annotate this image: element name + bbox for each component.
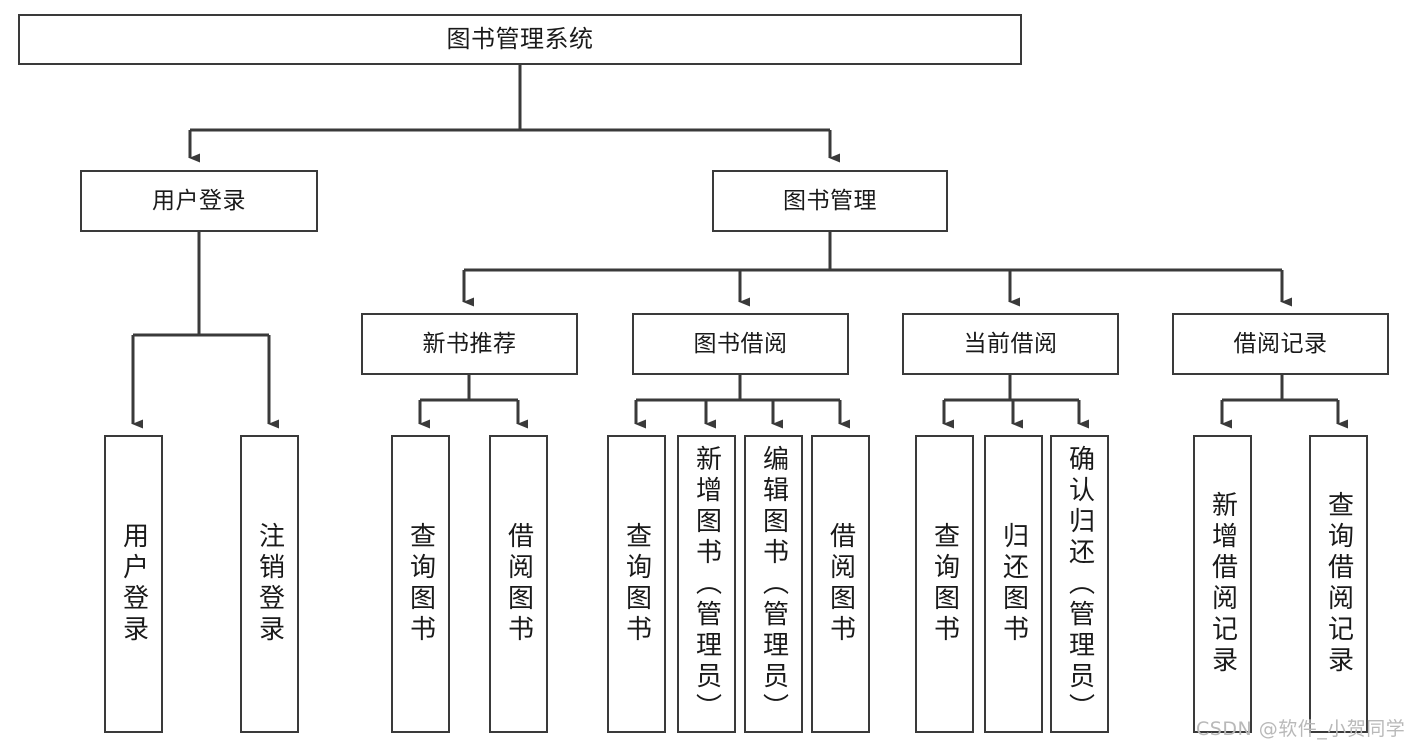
leaf-user-login-signout-label: 注销登录 <box>254 522 285 646</box>
node-root-label: 图书管理系统 <box>446 24 594 53</box>
leaf-current-return-book[interactable]: 归还图书 <box>984 435 1043 733</box>
leaf-borrow-edit-book[interactable]: 编辑图书（管理员） <box>744 435 803 733</box>
leaf-new-book-borrow-label: 借阅图书 <box>503 522 534 646</box>
leaf-record-add-label: 新增借阅记录 <box>1207 491 1238 677</box>
node-borrow-record-label: 借阅记录 <box>1233 330 1328 357</box>
node-book-borrow-label: 图书借阅 <box>693 330 788 357</box>
node-book-management-label: 图书管理 <box>783 187 877 214</box>
leaf-record-query[interactable]: 查询借阅记录 <box>1309 435 1368 733</box>
leaf-borrow-borrow-book[interactable]: 借阅图书 <box>811 435 870 733</box>
node-root[interactable]: 图书管理系统 <box>18 14 1022 65</box>
node-new-book-recommend-label: 新书推荐 <box>422 330 517 357</box>
watermark-text: CSDN @软件_小贺同学 <box>1196 718 1405 740</box>
leaf-current-query-book-label: 查询图书 <box>929 522 960 646</box>
leaf-borrow-add-book-label: 新增图书（管理员） <box>691 444 722 724</box>
leaf-user-login-signout[interactable]: 注销登录 <box>240 435 299 733</box>
node-user-login[interactable]: 用户登录 <box>80 170 318 232</box>
leaf-current-query-book[interactable]: 查询图书 <box>915 435 974 733</box>
leaf-borrow-borrow-book-label: 借阅图书 <box>825 522 856 646</box>
node-current-borrow[interactable]: 当前借阅 <box>902 313 1119 375</box>
leaf-borrow-query-book-label: 查询图书 <box>621 522 652 646</box>
leaf-new-book-query[interactable]: 查询图书 <box>391 435 450 733</box>
leaf-current-return-book-label: 归还图书 <box>998 522 1029 646</box>
node-book-management[interactable]: 图书管理 <box>712 170 948 232</box>
leaf-current-confirm-return-label: 确认归还（管理员） <box>1064 444 1095 724</box>
leaf-record-query-label: 查询借阅记录 <box>1323 491 1354 677</box>
node-borrow-record[interactable]: 借阅记录 <box>1172 313 1389 375</box>
node-new-book-recommend[interactable]: 新书推荐 <box>361 313 578 375</box>
leaf-new-book-borrow[interactable]: 借阅图书 <box>489 435 548 733</box>
leaf-current-confirm-return[interactable]: 确认归还（管理员） <box>1050 435 1109 733</box>
leaf-borrow-add-book[interactable]: 新增图书（管理员） <box>677 435 736 733</box>
leaf-user-login-signin-label: 用户登录 <box>118 522 149 646</box>
node-user-login-label: 用户登录 <box>152 187 246 214</box>
leaf-borrow-query-book[interactable]: 查询图书 <box>607 435 666 733</box>
leaf-user-login-signin[interactable]: 用户登录 <box>104 435 163 733</box>
node-book-borrow[interactable]: 图书借阅 <box>632 313 849 375</box>
leaf-record-add[interactable]: 新增借阅记录 <box>1193 435 1252 733</box>
leaf-new-book-query-label: 查询图书 <box>405 522 436 646</box>
leaf-borrow-edit-book-label: 编辑图书（管理员） <box>758 444 789 724</box>
node-current-borrow-label: 当前借阅 <box>963 330 1058 357</box>
